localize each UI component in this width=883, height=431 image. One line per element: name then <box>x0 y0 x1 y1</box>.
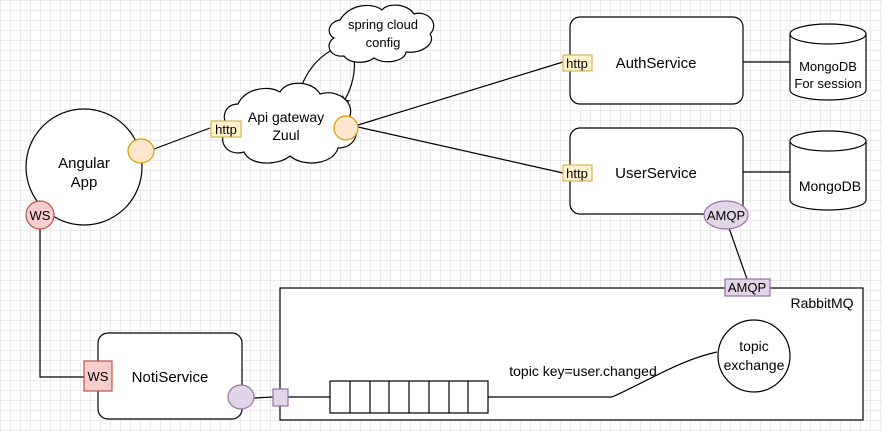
edge-angular-to-gateway <box>153 127 211 150</box>
topic-exchange-line1: topic <box>739 338 769 354</box>
user-amqp-label: AMQP <box>707 208 745 223</box>
angular-app-node <box>25 108 143 226</box>
topic-key-label: topic key=user.changed <box>509 363 657 379</box>
queue-port <box>272 388 289 407</box>
noti-ws-port <box>83 360 113 392</box>
api-gateway-line2: Zuul <box>272 127 299 143</box>
spring-cloud-config-line1: spring cloud <box>348 17 418 32</box>
mongodb-label: MongoDB <box>799 178 861 194</box>
user-amqp-port <box>703 200 749 230</box>
edge-user-amqp-to-rabbitmq-amqp <box>728 227 748 280</box>
gateway-http-label: http <box>215 122 237 137</box>
edge-noti-to-queue-port <box>253 396 274 399</box>
rabbitmq-amqp-port <box>724 278 771 297</box>
spring-cloud-config-cloud <box>328 4 435 63</box>
mongodb-session-node <box>789 23 867 101</box>
user-http-port <box>562 164 593 182</box>
noti-ws-label: WS <box>88 369 109 384</box>
edge-queue-to-exchange-curve <box>611 351 718 398</box>
rabbitmq-label: RabbitMQ <box>790 295 853 311</box>
mongodb-session-line2: For session <box>794 76 861 91</box>
angular-app-port <box>127 138 155 164</box>
noti-amqp-port <box>227 384 255 410</box>
rabbitmq-amqp-label: AMQP <box>728 280 766 295</box>
topic-exchange-line2: exchange <box>724 357 785 373</box>
edge-gateway-to-user <box>357 126 564 174</box>
spring-cloud-config-line2: config <box>366 35 401 50</box>
angular-ws-port <box>25 200 55 230</box>
angular-app-line2: App <box>71 174 98 191</box>
api-gateway-line1: Api gateway <box>248 109 324 125</box>
gateway-http-port <box>210 120 242 138</box>
auth-http-port <box>562 54 593 72</box>
topic-exchange-node <box>717 319 791 393</box>
edge-gateway-to-auth <box>357 61 564 126</box>
edge-angular-ws-to-noti-ws <box>39 229 84 378</box>
message-queue <box>329 380 489 414</box>
noti-service-label: NotiService <box>132 369 209 386</box>
auth-service-label: AuthService <box>616 55 697 72</box>
angular-app-line1: Angular <box>58 155 110 172</box>
gateway-out-port <box>333 115 359 141</box>
mongodb-node <box>789 130 867 211</box>
user-service-label: UserService <box>615 165 697 182</box>
angular-ws-label: WS <box>30 208 51 223</box>
user-http-label: http <box>566 166 588 181</box>
mongodb-session-line1: MongoDB <box>799 59 857 74</box>
auth-http-label: http <box>566 56 588 71</box>
